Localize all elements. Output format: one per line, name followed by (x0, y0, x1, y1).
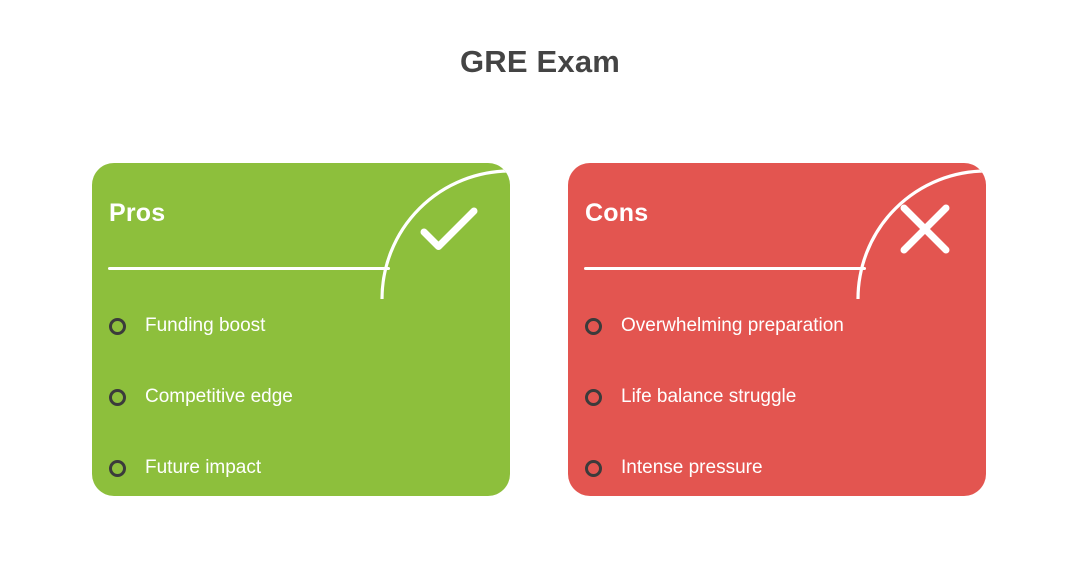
corner-arc-decoration-cons (856, 169, 986, 299)
list-item-label: Life balance struggle (621, 386, 797, 408)
page-title: GRE Exam (459, 44, 621, 79)
check-icon (420, 207, 478, 250)
list-item: Intense pressure (578, 433, 972, 496)
list-item: Life balance struggle (578, 362, 972, 433)
bullet-ring-icon (109, 318, 126, 335)
bullet-ring-icon (585, 318, 602, 335)
cons-list: Overwhelming preparation Life balance st… (578, 291, 972, 496)
list-item-label: Intense pressure (621, 457, 763, 479)
cons-card-divider (584, 267, 866, 270)
list-item-label: Future impact (145, 457, 262, 479)
list-item: Future impact (102, 433, 496, 496)
pros-card-heading: Pros (109, 199, 166, 227)
pros-card-divider (108, 267, 390, 270)
list-item-label: Competitive edge (145, 386, 293, 408)
list-item-label: Funding boost (145, 315, 266, 337)
bullet-ring-icon (109, 460, 126, 477)
cons-card-heading: Cons (585, 199, 649, 227)
corner-arc-decoration-pros (380, 169, 510, 299)
bullet-ring-icon (585, 389, 602, 406)
list-item: Funding boost (102, 291, 496, 362)
list-item: Competitive edge (102, 362, 496, 433)
pros-cons-card-group: Pros Funding boost Competitive edge Futu… (92, 163, 988, 496)
bullet-ring-icon (585, 460, 602, 477)
pros-card: Pros Funding boost Competitive edge Futu… (92, 163, 510, 496)
cons-card: Cons Overwhelming preparation Life balan… (568, 163, 986, 496)
bullet-ring-icon (109, 389, 126, 406)
cross-icon (900, 204, 950, 254)
pros-list: Funding boost Competitive edge Future im… (102, 291, 496, 496)
list-item-label: Overwhelming preparation (621, 315, 844, 337)
list-item: Overwhelming preparation (578, 291, 972, 362)
